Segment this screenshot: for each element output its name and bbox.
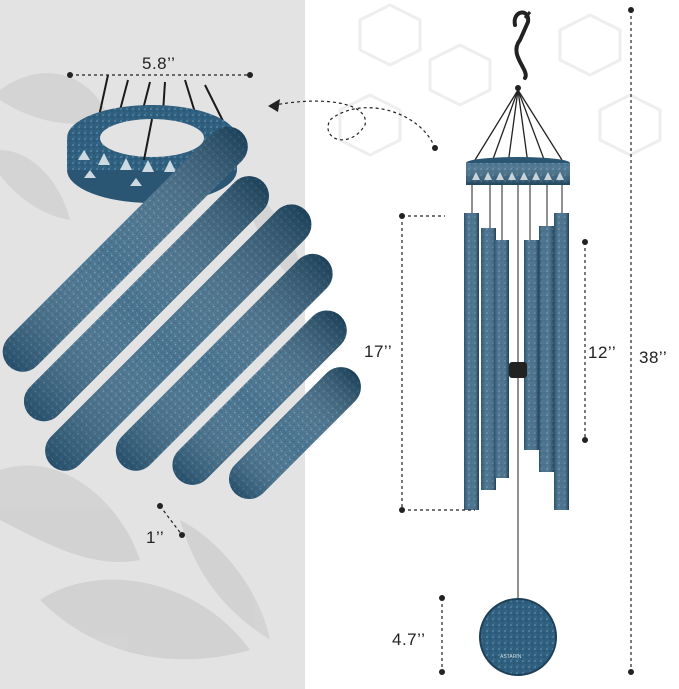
ring-diameter-dimension <box>67 72 253 78</box>
longest-tube-label: 17’’ <box>364 342 393 361</box>
ring-diameter-label: 5.8’’ <box>142 54 176 73</box>
wind-chime: ASTARIN <box>464 10 570 676</box>
callout-arrow <box>268 99 438 151</box>
sail-diameter-label: 4.7’’ <box>392 630 426 649</box>
chime-tubes <box>464 213 569 510</box>
total-length-label: 38’’ <box>639 348 668 367</box>
hexagon-decoration <box>338 3 662 157</box>
tube-diameter-dimension <box>157 503 185 538</box>
sail-diameter-dimension <box>439 595 445 675</box>
shortest-tube-label: 12’’ <box>588 343 617 362</box>
shortest-tube-dimension <box>582 239 588 443</box>
total-length-dimension <box>628 7 634 675</box>
sail-logo: ASTARIN <box>500 654 522 660</box>
tube-closeup <box>2 126 361 499</box>
longest-tube-dimension <box>401 215 475 511</box>
tube-diameter-label: 1’’ <box>146 528 165 547</box>
